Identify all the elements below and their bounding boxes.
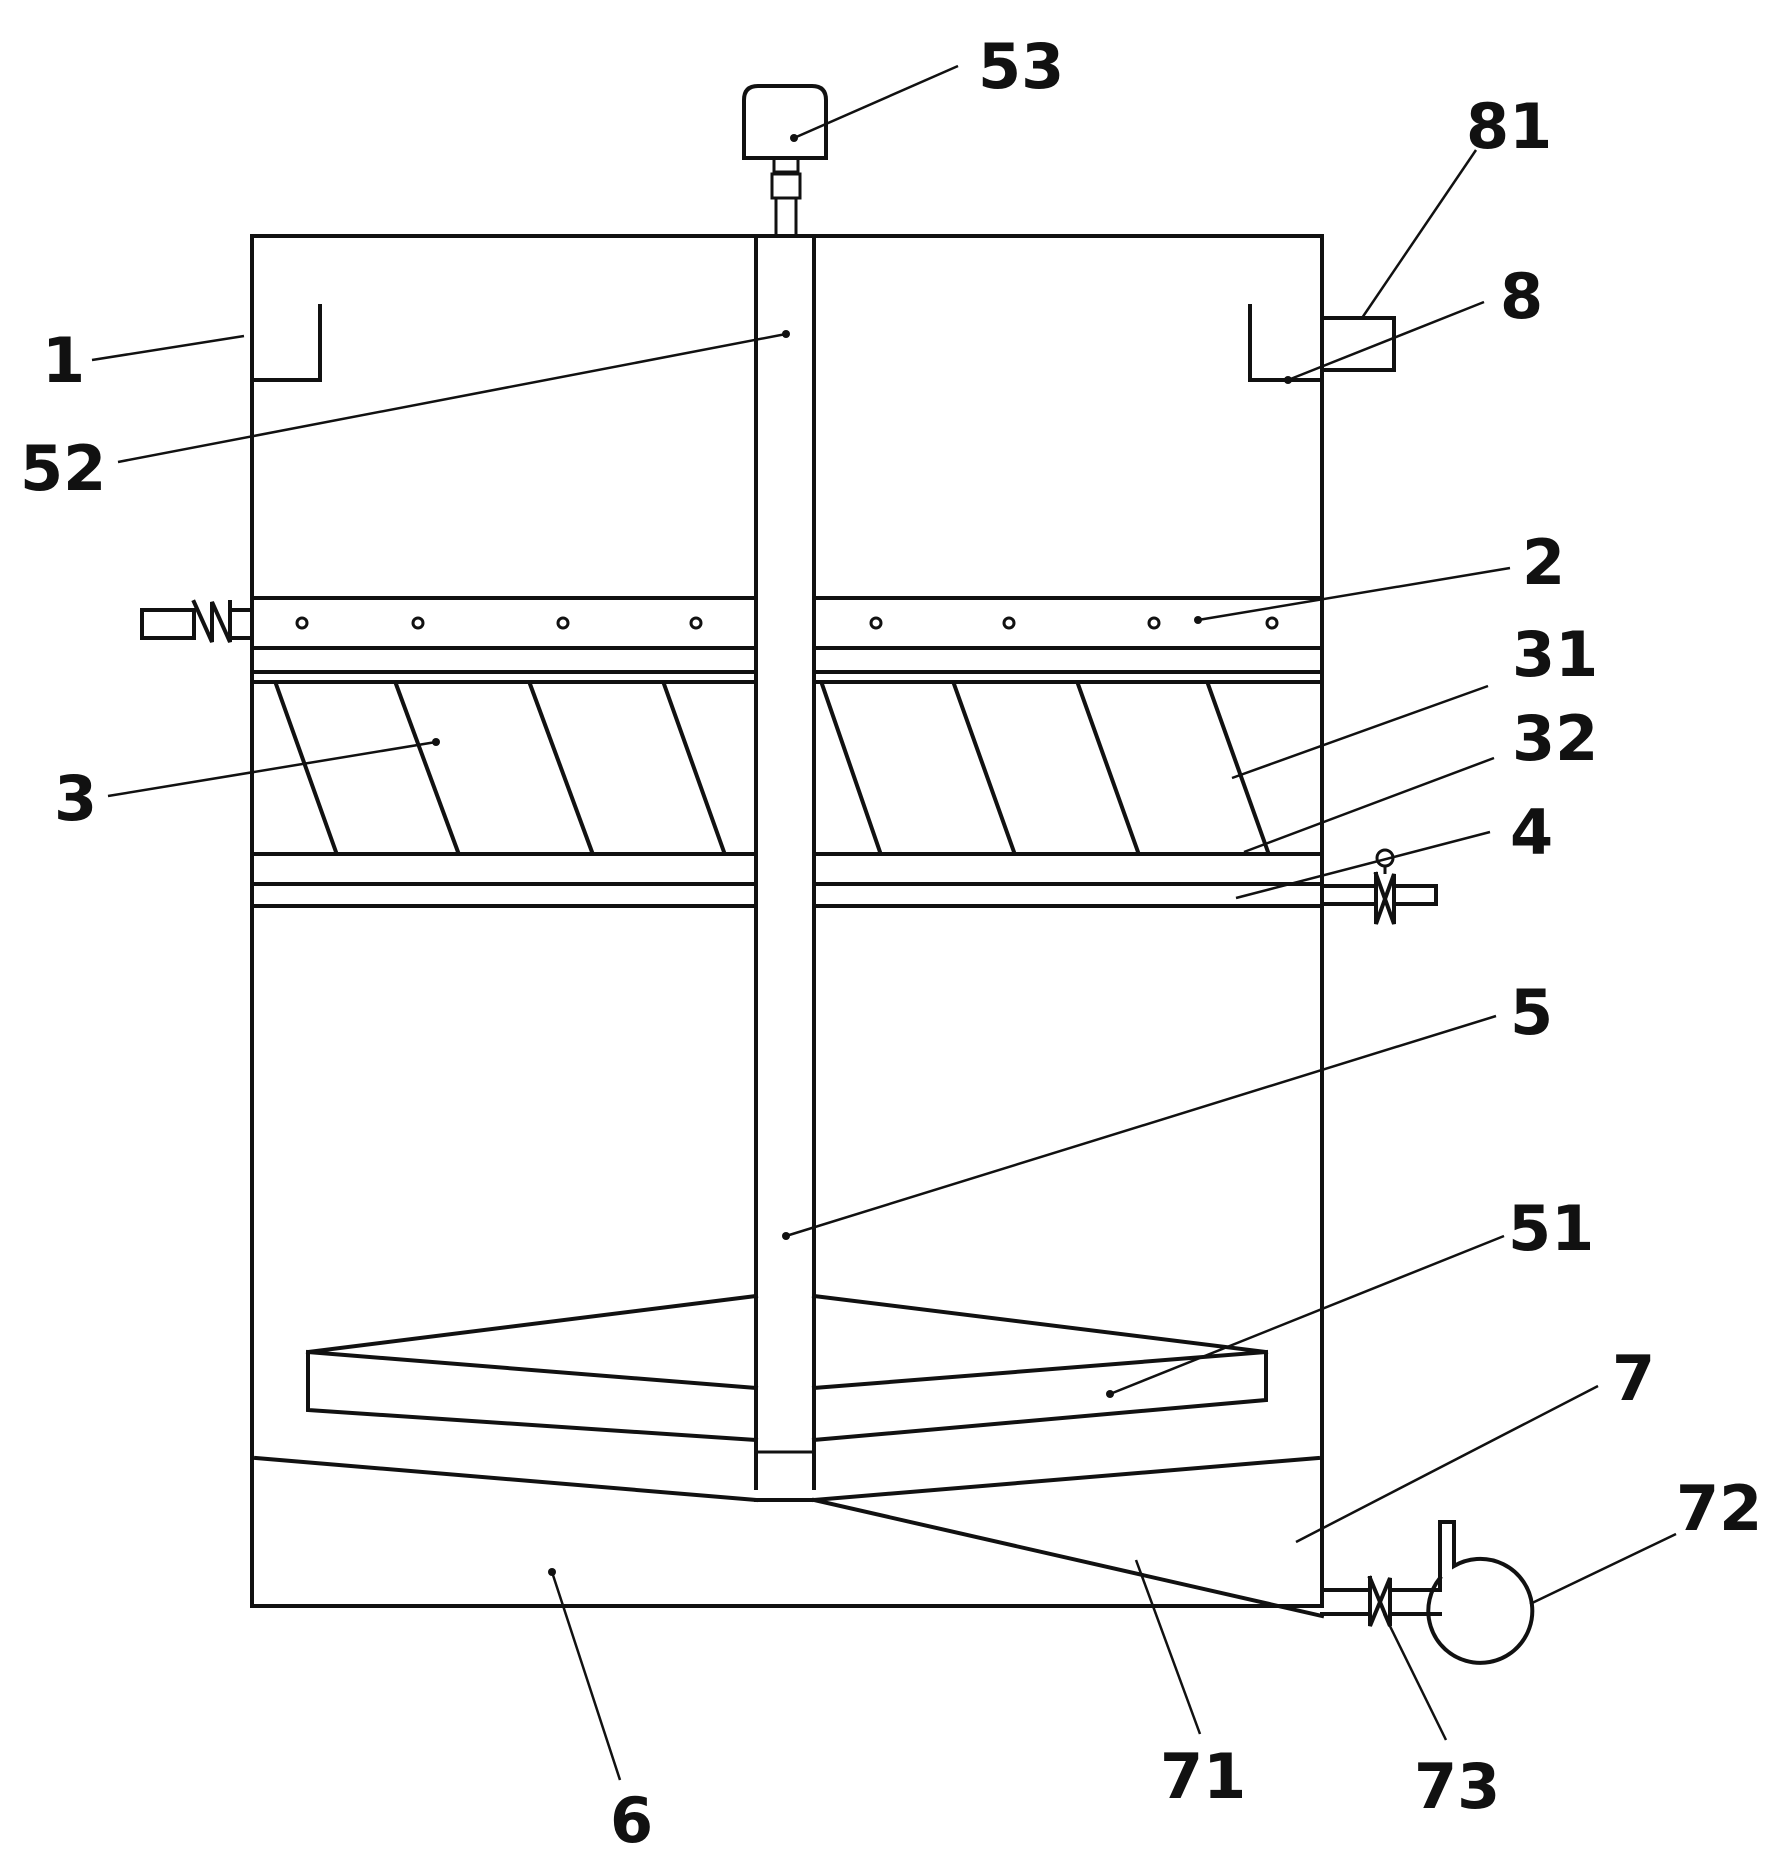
label-5: 5 — [1510, 976, 1553, 1049]
label-53: 53 — [978, 30, 1064, 103]
sludge-pump — [1426, 1520, 1535, 1665]
inlet-valve-left — [140, 599, 254, 643]
label-6: 6 — [610, 1784, 653, 1857]
label-73: 73 — [1414, 1750, 1500, 1823]
label-4: 4 — [1510, 796, 1553, 869]
overflow-weir-left — [254, 304, 322, 382]
tank-wall — [250, 234, 1324, 1608]
sludge-discharge — [1320, 1520, 1535, 1665]
label-51: 51 — [1508, 1192, 1594, 1265]
motor — [742, 84, 828, 238]
central-shaft — [754, 234, 816, 1490]
gas-inlet-valve — [1320, 848, 1438, 925]
label-32: 32 — [1512, 702, 1598, 775]
label-81: 81 — [1466, 90, 1552, 163]
spray-pipe — [250, 596, 1324, 650]
label-2: 2 — [1522, 526, 1565, 599]
leader-lines — [91, 64, 1677, 1781]
label-7: 7 — [1612, 1342, 1655, 1415]
gas-pipe — [250, 882, 1324, 908]
stirring-impeller — [305, 1293, 1269, 1443]
sludge-hopper — [253, 1455, 1325, 1619]
label-71: 71 — [1160, 1740, 1246, 1813]
overflow-weir-right — [1248, 304, 1320, 382]
label-72: 72 — [1676, 1472, 1762, 1545]
inclined-plate-layer — [250, 670, 1324, 856]
label-8: 8 — [1500, 260, 1543, 333]
outlet-pipe — [1320, 316, 1396, 372]
label-52: 52 — [20, 432, 106, 505]
label-3: 3 — [54, 762, 97, 835]
label-1: 1 — [42, 324, 85, 397]
label-31: 31 — [1512, 618, 1598, 691]
